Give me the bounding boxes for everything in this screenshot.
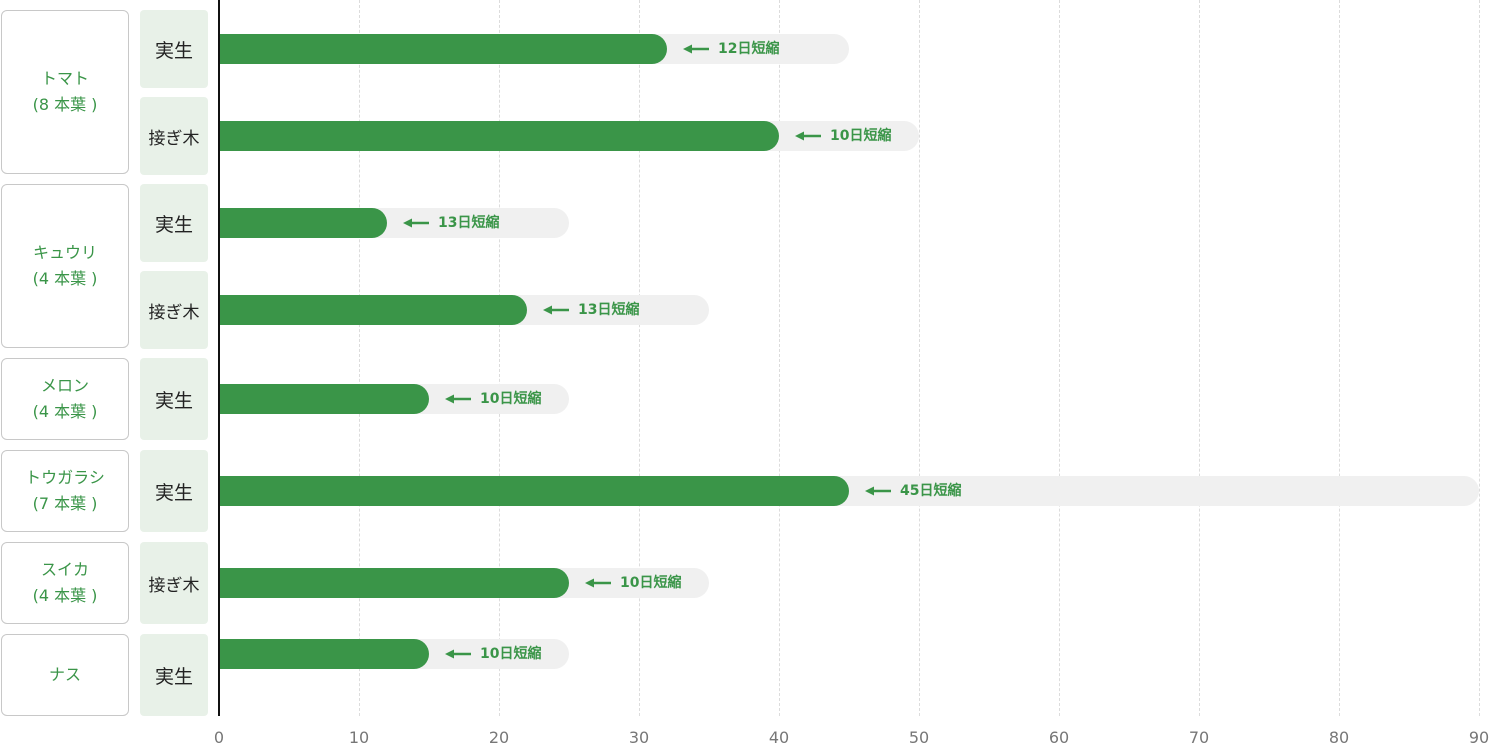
bar bbox=[219, 34, 667, 64]
x-tick-label: 60 bbox=[1048, 728, 1070, 747]
x-tick-label: 80 bbox=[1328, 728, 1350, 747]
left-arrow-icon bbox=[585, 578, 611, 588]
left-arrow-icon bbox=[445, 394, 471, 404]
crop-leaf-count: (8 本葉 ) bbox=[32, 95, 98, 114]
bar bbox=[219, 639, 429, 669]
x-tick-label: 10 bbox=[348, 728, 370, 747]
gridline bbox=[779, 0, 780, 716]
crop-label-box: トマト (8 本葉 ) bbox=[1, 10, 129, 174]
crop-name: ナス bbox=[48, 665, 81, 684]
method-label: 実生 bbox=[140, 358, 208, 440]
gridline bbox=[499, 0, 500, 716]
left-arrow-icon bbox=[543, 305, 569, 315]
method-label: 実生 bbox=[140, 10, 208, 88]
method-label: 接ぎ木 bbox=[140, 542, 208, 624]
x-tick-label: 70 bbox=[1188, 728, 1210, 747]
x-tick-label: 20 bbox=[488, 728, 510, 747]
gridline bbox=[1479, 0, 1480, 716]
left-arrow-icon bbox=[445, 649, 471, 659]
gridline bbox=[1059, 0, 1060, 716]
bar bbox=[219, 476, 849, 506]
crop-label-box: トウガラシ (7 本葉 ) bbox=[1, 450, 129, 532]
crop-leaf-count: (4 本葉 ) bbox=[32, 269, 98, 288]
y-axis-line bbox=[218, 0, 220, 716]
method-label: 実生 bbox=[140, 450, 208, 532]
x-tick-label: 30 bbox=[628, 728, 650, 747]
gridline bbox=[359, 0, 360, 716]
crop-name: メロン bbox=[40, 376, 89, 395]
crop-leaf-count: (4 本葉 ) bbox=[32, 586, 98, 605]
crop-leaf-count: (7 本葉 ) bbox=[32, 494, 98, 513]
shortening-label: 13日短縮 bbox=[578, 302, 640, 318]
left-arrow-icon bbox=[403, 218, 429, 228]
gridline bbox=[919, 0, 920, 716]
bar bbox=[219, 568, 569, 598]
crop-label-box: ナス bbox=[1, 634, 129, 716]
shortening-label: 10日短縮 bbox=[480, 391, 542, 407]
crop-name: キュウリ bbox=[32, 243, 97, 262]
method-label: 接ぎ木 bbox=[140, 97, 208, 175]
shortening-label: 45日短縮 bbox=[900, 483, 962, 499]
crop-name: スイカ bbox=[40, 560, 89, 579]
gridline bbox=[639, 0, 640, 716]
crop-leaf-count: (4 本葉 ) bbox=[32, 402, 98, 421]
shortening-label: 10日短縮 bbox=[620, 575, 682, 591]
bar bbox=[219, 208, 387, 238]
crop-label-box: メロン (4 本葉 ) bbox=[1, 358, 129, 440]
bar bbox=[219, 384, 429, 414]
x-tick-label: 50 bbox=[908, 728, 930, 747]
bar bbox=[219, 121, 779, 151]
shortening-label: 10日短縮 bbox=[480, 646, 542, 662]
crop-label-box: スイカ (4 本葉 ) bbox=[1, 542, 129, 624]
method-label: 実生 bbox=[140, 184, 208, 262]
crop-name: トマト bbox=[40, 69, 89, 88]
shortening-label: 13日短縮 bbox=[438, 215, 500, 231]
method-label: 実生 bbox=[140, 634, 208, 716]
x-tick-label: 90 bbox=[1468, 728, 1489, 747]
crop-label-box: キュウリ (4 本葉 ) bbox=[1, 184, 129, 348]
x-tick-label: 0 bbox=[213, 728, 225, 747]
gridline bbox=[1339, 0, 1340, 716]
shortening-label: 12日短縮 bbox=[718, 41, 780, 57]
left-arrow-icon bbox=[865, 486, 891, 496]
left-arrow-icon bbox=[795, 131, 821, 141]
shortening-label: 10日短縮 bbox=[830, 128, 892, 144]
x-tick-label: 40 bbox=[768, 728, 790, 747]
left-arrow-icon bbox=[683, 44, 709, 54]
method-label: 接ぎ木 bbox=[140, 271, 208, 349]
gridline bbox=[1199, 0, 1200, 716]
crop-name: トウガラシ bbox=[25, 468, 105, 487]
bar bbox=[219, 295, 527, 325]
